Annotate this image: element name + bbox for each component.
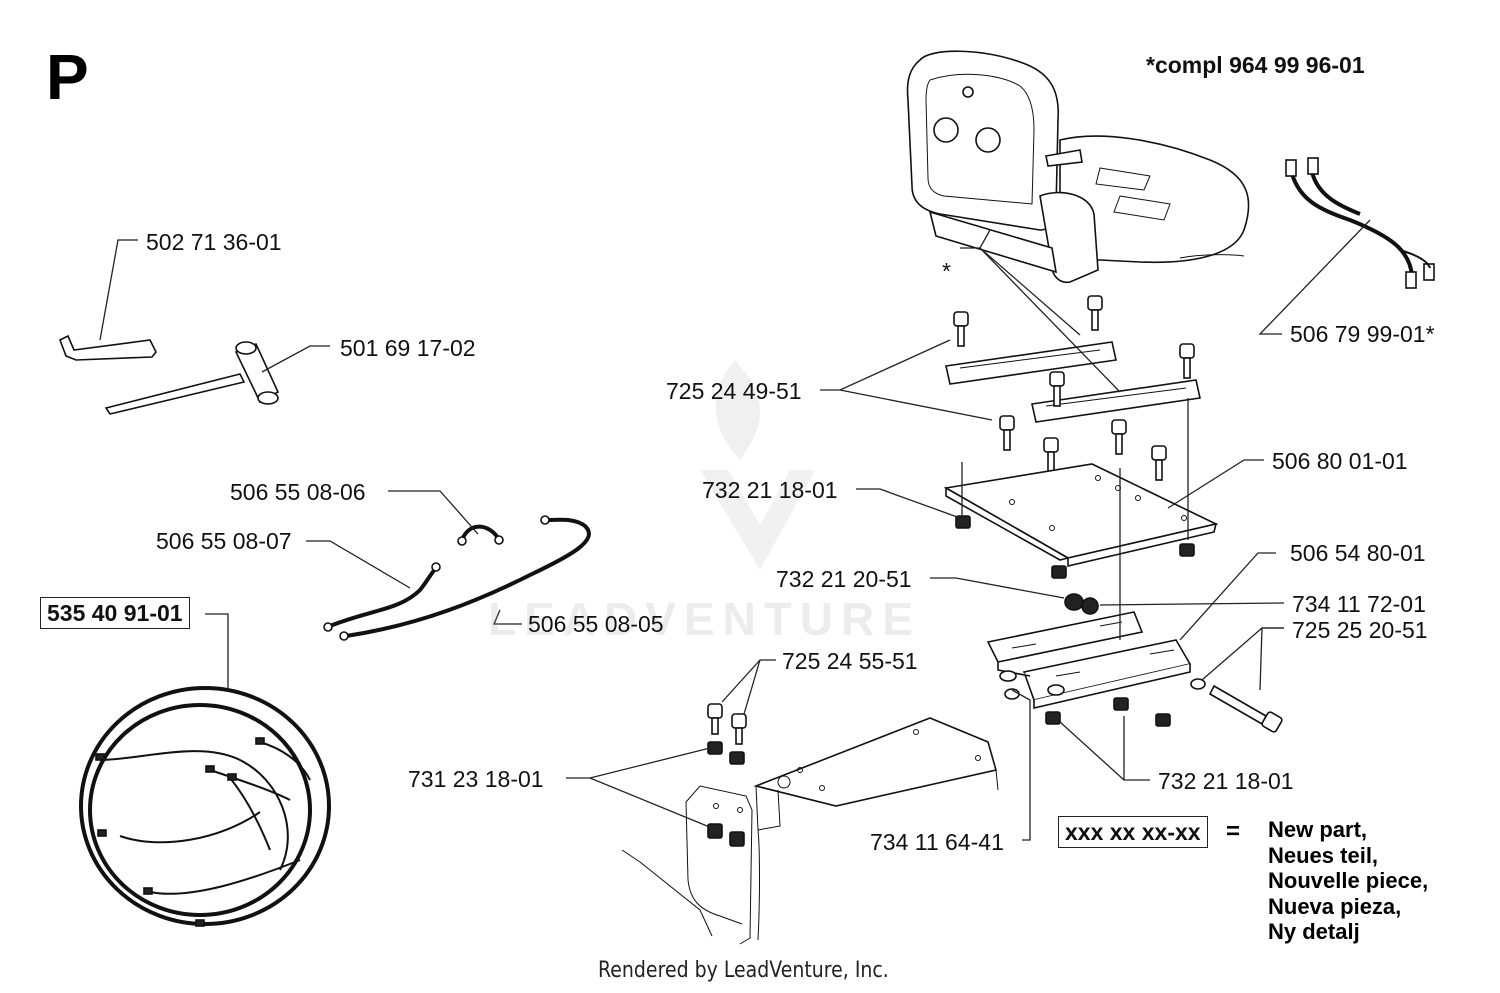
- cable-506-55-08-05: [339, 515, 591, 641]
- cable-506-55-08-06: [457, 524, 504, 546]
- part-label-long-bolt: 725 25 20-51: [1292, 617, 1428, 643]
- seat-rails: [945, 341, 1201, 423]
- footer-credit: Rendered by LeadVenture, Inc.: [598, 958, 889, 983]
- seat-wire: [1285, 157, 1435, 289]
- legend-text: New part, Neues teil, Nouvelle piece, Nu…: [1268, 817, 1428, 945]
- part-label-seat-plate: 506 80 01-01: [1272, 448, 1408, 474]
- bolts-upper: [953, 295, 1195, 481]
- part-label-harness: 535 40 91-01: [40, 597, 190, 629]
- legend-line: Nouvelle piece,: [1268, 868, 1429, 893]
- seat: [906, 50, 1250, 284]
- part-label-seat-wire: 506 79 99-01*: [1290, 321, 1435, 347]
- part-label-cable-mid: 506 55 08-07: [156, 528, 292, 554]
- part-label-nut-plate: 732 21 18-01: [702, 477, 838, 503]
- complete-note: *compl 964 99 96-01: [1146, 52, 1365, 78]
- legend-line: Nueva pieza,: [1268, 893, 1402, 919]
- watermark-text: LEADVENTURE: [488, 593, 922, 645]
- part-label-cable-long: 506 55 08-05: [528, 611, 664, 637]
- wiring-harness: [79, 686, 331, 927]
- seat-asterisk: *: [942, 258, 951, 284]
- part-label-bolts-upper: 725 24 49-51: [666, 378, 802, 404]
- legend-equals: =: [1226, 818, 1241, 845]
- legend-line: Neues teil,: [1268, 842, 1379, 868]
- legend-line: Ny detalj: [1268, 919, 1360, 944]
- part-label-cable-short: 506 55 08-06: [230, 479, 366, 505]
- part-label-bracket: 506 54 80-01: [1290, 540, 1426, 566]
- part-label-nuts-frame: 731 23 18-01: [408, 766, 544, 792]
- seat-plate: [943, 463, 1219, 568]
- part-label-socket-wrench: 501 69 17-02: [340, 335, 476, 361]
- part-label-washer: 734 11 72-01: [1292, 591, 1426, 617]
- page-letter: P: [46, 41, 89, 113]
- part-label-nut-washer: 732 21 20-51: [776, 566, 912, 592]
- part-label-allen-key: 502 71 36-01: [146, 229, 282, 255]
- part-label-bolts-lower: 725 24 55-51: [782, 648, 918, 674]
- cable-506-55-08-07: [323, 562, 441, 632]
- legend-line: New part,: [1268, 817, 1368, 842]
- leader-lines: [99, 219, 1371, 841]
- washers-lower: [999, 670, 1206, 727]
- tractor-frame: [621, 717, 999, 945]
- socket-wrench: [104, 341, 280, 415]
- part-label-washer-lower: 734 11 64-41: [870, 829, 1004, 855]
- allen-key: [58, 334, 157, 361]
- part-label-nut-lower: 732 21 18-01: [1158, 768, 1294, 794]
- mounting-bracket: [986, 611, 1192, 710]
- legend-sample-box: xxx xx xx-xx: [1058, 816, 1208, 848]
- nuts-plate: [955, 515, 1195, 615]
- long-bolt: [1208, 684, 1283, 733]
- watermark-logo: [700, 360, 815, 570]
- frame-fasteners: [707, 703, 747, 847]
